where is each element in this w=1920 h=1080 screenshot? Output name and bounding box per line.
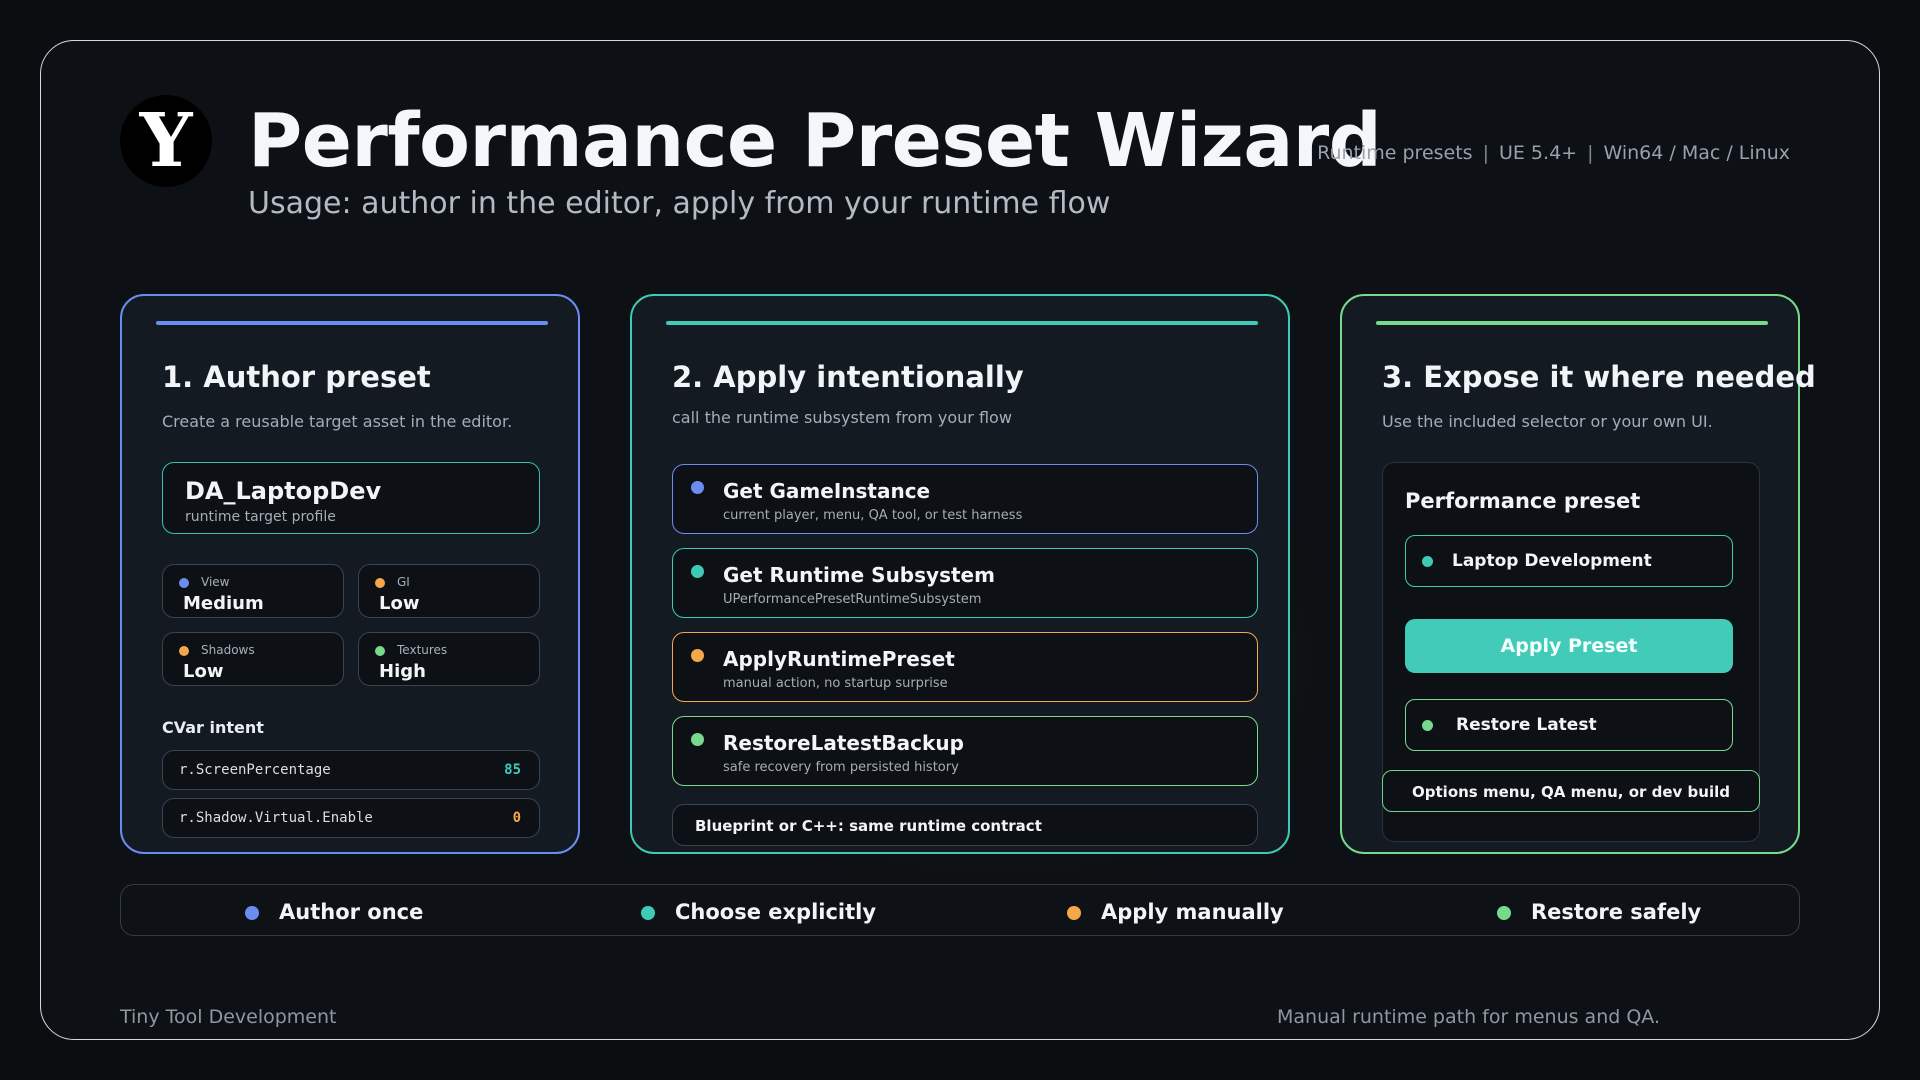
principles-bar: Author once Choose explicitly Apply manu… — [120, 884, 1800, 936]
chip-textures[interactable]: Textures High — [358, 632, 540, 686]
options-menu-note: Options menu, QA menu, or dev build — [1382, 770, 1760, 812]
principle-label: Choose explicitly — [675, 900, 877, 924]
card-description: call the runtime subsystem from your flo… — [672, 408, 1012, 427]
step-restore-latest-backup[interactable]: RestoreLatestBackup safe recovery from p… — [672, 716, 1258, 786]
apply-preset-button[interactable]: Apply Preset — [1405, 619, 1733, 673]
status-dot — [1422, 720, 1433, 731]
status-dot — [1067, 906, 1081, 920]
restore-latest-button[interactable]: Restore Latest — [1405, 699, 1733, 751]
status-dot — [179, 578, 189, 588]
cvar-name: r.ScreenPercentage — [179, 762, 331, 778]
logo-letter: Y — [139, 98, 193, 184]
chip-label: Textures — [397, 643, 448, 657]
chip-view[interactable]: View Medium — [162, 564, 344, 618]
meta-separator: | — [1587, 142, 1594, 164]
card-title: 3. Expose it where needed — [1382, 360, 1816, 394]
step-name: RestoreLatestBackup — [723, 731, 964, 755]
principle-label: Apply manually — [1101, 900, 1284, 924]
chip-shadows[interactable]: Shadows Low — [162, 632, 344, 686]
status-dot — [691, 733, 704, 746]
step-subtitle: current player, menu, QA tool, or test h… — [723, 508, 1023, 523]
meta-platforms: Win64 / Mac / Linux — [1603, 142, 1790, 164]
step-subtitle: safe recovery from persisted history — [723, 760, 959, 775]
cvar-value: 0 — [512, 810, 521, 826]
selected-preset: Laptop Development — [1452, 551, 1652, 571]
step-name: Get GameInstance — [723, 479, 931, 503]
cvar-row[interactable]: r.ScreenPercentage 85 — [162, 750, 540, 790]
step-name: ApplyRuntimePreset — [723, 647, 955, 671]
status-dot — [245, 906, 259, 920]
contract-text: Blueprint or C++: same runtime contract — [695, 817, 1042, 835]
cvar-value: 85 — [504, 762, 521, 778]
chip-label: Shadows — [201, 643, 255, 657]
panel-title: Performance preset — [1405, 489, 1641, 513]
meta-info: Runtime presets | UE 5.4+ | Win64 / Mac / Li… — [1317, 142, 1790, 164]
status-dot — [1497, 906, 1511, 920]
page-subtitle: Usage: author in the editor, apply from … — [248, 186, 1111, 221]
status-dot — [375, 578, 385, 588]
status-dot — [691, 649, 704, 662]
step-apply-runtime-preset[interactable]: ApplyRuntimePreset manual action, no sta… — [672, 632, 1258, 702]
principle-label: Author once — [279, 900, 424, 924]
step-subtitle: manual action, no startup surprise — [723, 676, 948, 691]
chip-label: GI — [397, 575, 410, 589]
card-accent-bar — [156, 321, 548, 325]
meta-separator: | — [1482, 142, 1489, 164]
preset-dropdown[interactable]: Laptop Development — [1405, 535, 1733, 587]
footer-note: Manual runtime path for menus and QA. — [1276, 1006, 1660, 1028]
chip-value: Low — [183, 661, 224, 682]
card-description: Use the included selector or your own UI… — [1382, 412, 1713, 431]
author-preset-card: 1. Author preset Create a reusable targe… — [120, 294, 580, 854]
restore-label: Restore Latest — [1456, 715, 1597, 735]
card-accent-bar — [666, 321, 1258, 325]
step-get-runtime-subsystem[interactable]: Get Runtime Subsystem UPerformancePreset… — [672, 548, 1258, 618]
profile-subtitle: runtime target profile — [185, 509, 336, 525]
status-dot — [375, 646, 385, 656]
apply-intentionally-card: 2. Apply intentionally call the runtime … — [630, 294, 1290, 854]
card-accent-bar — [1376, 321, 1768, 325]
meta-runtime: Runtime presets — [1317, 142, 1473, 164]
status-dot — [179, 646, 189, 656]
step-name: Get Runtime Subsystem — [723, 563, 995, 587]
options-text: Options menu, QA menu, or dev build — [1412, 783, 1730, 801]
step-get-gameinstance[interactable]: Get GameInstance current player, menu, Q… — [672, 464, 1258, 534]
expose-card: 3. Expose it where needed Use the includ… — [1340, 294, 1816, 854]
chip-value: Low — [379, 593, 420, 614]
principle-label: Restore safely — [1531, 900, 1702, 924]
brand-logo: Y — [120, 95, 212, 187]
profile-name: DA_LaptopDev — [185, 477, 382, 505]
status-dot — [691, 565, 704, 578]
runtime-contract-note: Blueprint or C++: same runtime contract — [672, 804, 1258, 846]
page-title: Performance Preset Wizard — [248, 98, 1382, 184]
chip-value: High — [379, 661, 426, 682]
cvar-name: r.Shadow.Virtual.Enable — [179, 810, 373, 826]
chip-label: View — [201, 575, 230, 589]
chip-gi[interactable]: GI Low — [358, 564, 540, 618]
card-title: 2. Apply intentionally — [672, 360, 1024, 394]
status-dot — [1422, 556, 1433, 567]
footer-brand: Tiny Tool Development — [120, 1006, 337, 1028]
meta-engine: UE 5.4+ — [1498, 142, 1578, 164]
chip-value: Medium — [183, 593, 264, 614]
cvar-row[interactable]: r.Shadow.Virtual.Enable 0 — [162, 798, 540, 838]
cvar-section-title: CVar intent — [162, 718, 264, 737]
card-title: 1. Author preset — [162, 360, 431, 394]
profile-asset[interactable]: DA_LaptopDev runtime target profile — [162, 462, 540, 534]
step-subtitle: UPerformancePresetRuntimeSubsystem — [723, 592, 982, 607]
status-dot — [641, 906, 655, 920]
status-dot — [691, 481, 704, 494]
card-description: Create a reusable target asset in the ed… — [162, 412, 513, 431]
